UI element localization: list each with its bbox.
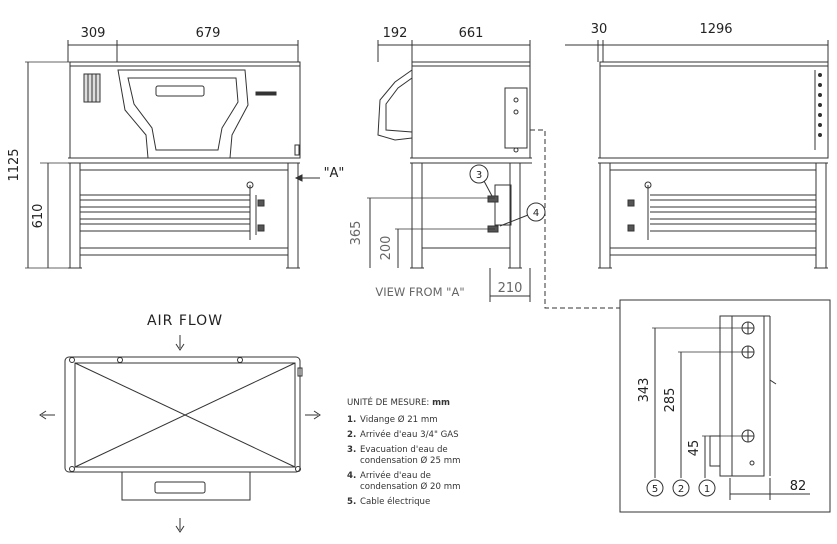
- legend-item-4: 4.Arrivée d'eau de condensation Ø 20 mm: [347, 471, 547, 493]
- front-view: [25, 40, 320, 269]
- detail-dim-285: 285: [663, 388, 678, 413]
- side-view: [367, 40, 620, 309]
- legend-num: 4.: [347, 471, 357, 481]
- legend-header: UNITÉ DE MESURE: mm: [347, 398, 547, 409]
- detail-dim-45: 45: [687, 440, 702, 457]
- air-flow-label: AIR FLOW: [147, 313, 223, 329]
- connection-detail: [619, 299, 831, 513]
- callout-3: 3: [476, 170, 482, 181]
- legend-item-3: 3.Evacuation d'eau de condensation Ø 25 …: [347, 445, 547, 467]
- front-dim-1125: 1125: [7, 148, 22, 181]
- legend-item-5: 5.Cable électrique: [347, 497, 547, 508]
- front-dim-309: 309: [81, 26, 106, 41]
- detail-dim-343: 343: [637, 378, 652, 403]
- legend-text: Cable électrique: [360, 497, 431, 507]
- rear-dim-30: 30: [591, 22, 608, 37]
- callout-1: 1: [704, 484, 710, 495]
- side-dim-365: 365: [349, 221, 364, 246]
- legend: UNITÉ DE MESURE: mm 1.Vidange Ø 21 mm 2.…: [347, 398, 547, 512]
- side-dim-661: 661: [459, 26, 484, 41]
- callout-2: 2: [678, 484, 684, 495]
- view-marker-a: "A": [324, 166, 345, 181]
- legend-num: 1.: [347, 415, 357, 425]
- top-view: [39, 335, 321, 533]
- rear-view: [565, 40, 829, 269]
- view-caption: VIEW FROM "A": [375, 285, 464, 299]
- legend-item-1: 1.Vidange Ø 21 mm: [347, 415, 547, 426]
- legend-num: 3.: [347, 445, 357, 455]
- legend-text: Arrivée d'eau de condensation Ø 20 mm: [360, 471, 461, 492]
- side-dim-192: 192: [383, 26, 408, 41]
- legend-item-2: 2.Arrivée d'eau 3/4" GAS: [347, 430, 547, 441]
- side-dim-210: 210: [498, 281, 523, 296]
- legend-text: Evacuation d'eau de condensation Ø 25 mm: [360, 445, 461, 466]
- legend-num: 5.: [347, 497, 357, 507]
- front-dim-610: 610: [31, 204, 46, 229]
- callout-5: 5: [652, 484, 658, 495]
- legend-num: 2.: [347, 430, 357, 440]
- legend-text: Vidange Ø 21 mm: [360, 415, 438, 425]
- side-dim-200: 200: [379, 236, 394, 261]
- rear-dim-1296: 1296: [699, 22, 732, 37]
- callout-4: 4: [533, 208, 539, 219]
- legend-header-unit: mm: [432, 398, 450, 408]
- legend-header-label: UNITÉ DE MESURE:: [347, 398, 430, 408]
- front-dim-679: 679: [196, 26, 221, 41]
- detail-dim-82: 82: [790, 479, 807, 494]
- legend-text: Arrivée d'eau 3/4" GAS: [360, 430, 459, 440]
